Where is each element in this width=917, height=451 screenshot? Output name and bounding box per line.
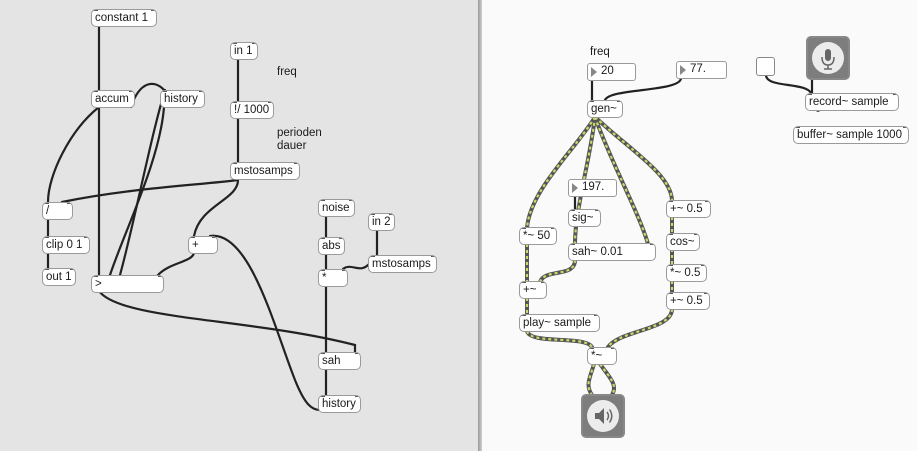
cos-object[interactable]: cos~ xyxy=(666,233,700,251)
freq-number-box[interactable]: 20 xyxy=(587,63,636,81)
freq-comment-left: freq xyxy=(277,66,297,78)
patcher-divider xyxy=(478,0,482,451)
divide-object[interactable]: / xyxy=(42,202,73,220)
history-top-object[interactable]: history xyxy=(160,90,205,108)
speaker-icon xyxy=(587,400,619,432)
microphone-icon xyxy=(812,42,844,74)
plus-tilde-object[interactable]: +~ xyxy=(519,281,547,299)
freq-number-value: 20 xyxy=(601,65,614,77)
multiply-50-object[interactable]: *~ 50 xyxy=(519,227,557,245)
number-197-value: 197. xyxy=(582,181,605,193)
accum-object[interactable]: accum xyxy=(91,90,135,108)
plus-object[interactable]: + xyxy=(188,236,218,254)
sig-object[interactable]: sig~ xyxy=(568,209,601,227)
adc-button[interactable] xyxy=(806,36,850,80)
multiply-05-object[interactable]: *~ 0.5 xyxy=(666,264,707,282)
dac-button[interactable] xyxy=(581,394,625,438)
noise-object[interactable]: noise xyxy=(318,199,355,217)
number-77-value: 77. xyxy=(690,63,706,75)
out1-object[interactable]: out 1 xyxy=(42,268,76,286)
history-bottom-object[interactable]: history xyxy=(318,395,361,413)
div1000-object[interactable]: !/ 1000 xyxy=(230,101,274,119)
multiply-object[interactable]: * xyxy=(318,269,348,287)
plus-05-top-object[interactable]: +~ 0.5 xyxy=(666,200,711,218)
multiply-tilde-object[interactable]: *~ xyxy=(587,347,617,365)
record-sample-object[interactable]: record~ sample xyxy=(805,93,899,111)
mstosamps-top-object[interactable]: mstosamps xyxy=(230,162,300,180)
left-patcher-canvas[interactable] xyxy=(0,0,478,451)
record-toggle[interactable] xyxy=(756,57,775,76)
number-box-77[interactable]: 77. xyxy=(676,61,727,79)
greater-than-object[interactable]: > xyxy=(91,275,164,293)
play-sample-object[interactable]: play~ sample xyxy=(519,314,600,332)
in2-object[interactable]: in 2 xyxy=(368,213,395,231)
freq-comment-right: freq xyxy=(590,46,610,58)
sah-tilde-object[interactable]: sah~ 0.01 xyxy=(568,243,656,261)
in1-object[interactable]: in 1 xyxy=(230,42,258,60)
number-triangle-icon xyxy=(680,65,686,75)
constant-object[interactable]: constant 1 xyxy=(91,9,157,27)
buffer-sample-object[interactable]: buffer~ sample 1000 xyxy=(793,126,909,144)
sah-object[interactable]: sah xyxy=(318,352,361,370)
abs-object[interactable]: abs xyxy=(318,237,345,255)
clip-object[interactable]: clip 0 1 xyxy=(42,236,90,254)
plus-05-bottom-object[interactable]: +~ 0.5 xyxy=(666,292,710,310)
number-triangle-icon xyxy=(591,67,597,77)
number-triangle-icon xyxy=(572,183,578,193)
perioden-comment: perioden dauer xyxy=(277,127,322,152)
mstosamps-right-object[interactable]: mstosamps xyxy=(368,255,437,273)
gen-object[interactable]: gen~ xyxy=(587,100,623,118)
number-box-197[interactable]: 197. xyxy=(568,179,617,197)
